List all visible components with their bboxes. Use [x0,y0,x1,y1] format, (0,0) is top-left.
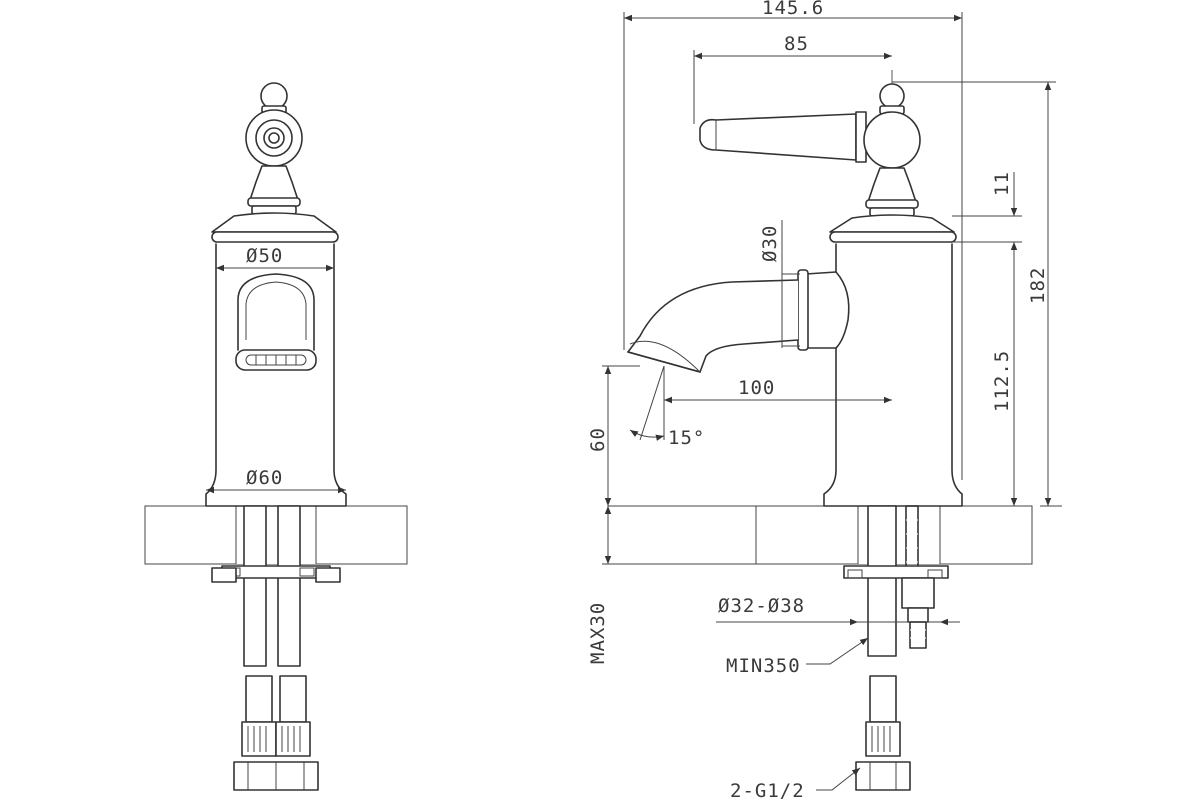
dim-overall-width: 145.6 [623,0,963,480]
dim-spout-reach: 100 [664,377,892,404]
side-mounting [843,505,949,657]
front-countertop [144,505,408,565]
side-body [823,243,963,507]
dim-spout-height: 60 [587,365,640,506]
side-countertop [608,505,1033,565]
dim-spout-angle: 15° [629,365,705,449]
dim-front-base-diameter: Ø60 [206,467,346,494]
dim-hole-diameter: Ø32-Ø38 [716,595,960,626]
dim-spout-diameter: Ø30 [759,220,800,348]
front-view: Ø50 Ø60 [144,82,408,791]
label-spout-axis-height: 112.5 [991,350,1013,412]
label-handle-to-axis: 85 [784,33,809,55]
side-view: 145.6 85 [587,0,1062,800]
label-connection-thread: 2-G1/2 [730,780,805,800]
label-front-base-diameter: Ø60 [246,467,283,489]
label-total-height: 182 [1027,267,1049,304]
label-max-deck-thickness: MAX30 [587,602,609,664]
dim-front-top-diameter: Ø50 [216,245,334,272]
dim-hose-length: MIN350 [726,637,869,677]
dim-max-deck-thickness: MAX30 [587,506,756,664]
label-hose-length: MIN350 [726,655,801,677]
label-overall-width: 145.6 [762,0,824,19]
label-cap-height: 11 [991,171,1013,196]
label-spout-diameter: Ø30 [759,225,781,262]
label-spout-height: 60 [587,427,609,452]
dim-connection-thread: 2-G1/2 [730,767,861,800]
label-front-top-diameter: Ø50 [246,245,283,267]
dim-handle-to-axis: 85 [693,33,892,124]
dim-spout-axis-height: 112.5 [991,242,1018,506]
side-handle [699,83,957,243]
dim-total-height: 182 [892,81,1062,507]
dim-cap-height: 11 [952,171,1022,260]
label-spout-reach: 100 [738,377,775,399]
label-hole-diameter: Ø32-Ø38 [718,595,805,617]
side-hose [855,675,911,791]
front-mounting [211,505,341,667]
front-hoses [233,675,319,791]
front-handle [211,82,339,243]
side-spout [627,269,850,373]
label-spout-angle: 15° [668,427,705,449]
front-body [205,243,347,507]
